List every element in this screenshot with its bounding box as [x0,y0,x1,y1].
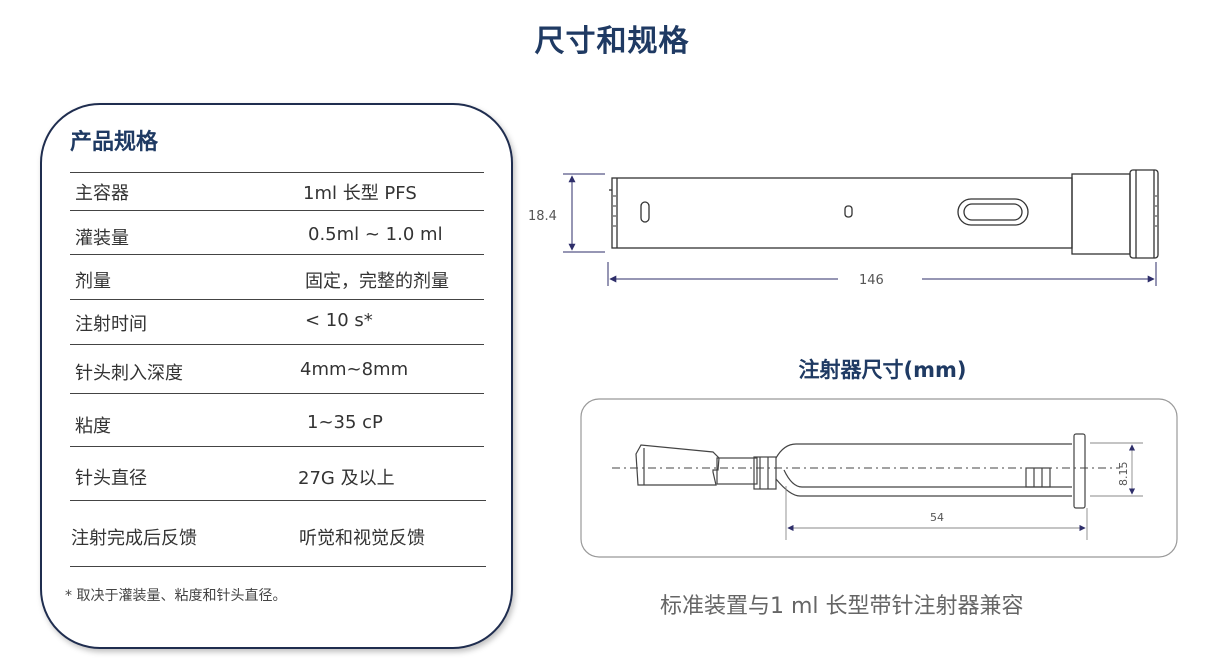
spec-row-dose: 剂量 固定，完整的剂量 [70,254,484,300]
syringe-height-label: 8.15 [1117,462,1130,487]
spec-row-viscosity: 粘度 1~35 cP [70,393,484,447]
syringe-outline [635,433,1086,509]
spec-label: 注射时间 [75,314,147,335]
page-title: 尺寸和规格 [534,24,690,59]
spec-row-injection-time: 注射时间 < 10 s* [70,299,484,345]
syringe-height-dimension [1090,442,1143,497]
spec-value: < 10 s* [305,310,373,331]
spec-row-fill-volume: 灌装量 0.5ml ~ 1.0 ml [70,210,484,255]
spec-label: 粘度 [75,416,111,437]
spec-label: 主容器 [75,183,129,204]
device-length-label: 146 [859,273,884,288]
spec-value: 固定，完整的剂量 [305,271,449,292]
syringe-drawing-frame [580,398,1178,558]
syringe-length-dimension [785,486,1088,540]
spec-row-feedback: 注射完成后反馈 听觉和视觉反馈 [70,500,486,567]
spec-footnote: * 取决于灌装量、粘度和针头直径。 [65,588,287,604]
device-grip-marks [613,195,1158,227]
device-height-dimension [563,173,605,253]
spec-value: 1~35 cP [307,412,383,433]
syringe-dimensions-title: 注射器尺寸(mm) [798,358,967,382]
spec-heading: 产品规格 [70,130,159,155]
syringe-length-label: 54 [930,511,944,524]
spec-label: 针头刺入深度 [75,363,183,384]
device-height-label: 18.4 [528,209,557,224]
spec-table-top-rule [70,172,484,173]
spec-value: 1ml 长型 PFS [303,183,417,204]
spec-value: 0.5ml ~ 1.0 ml [308,224,443,245]
compatibility-note: 标准装置与1 ml 长型带针注射器兼容 [660,594,1024,619]
spec-label: 针头直径 [75,468,147,489]
spec-card [40,103,513,649]
spec-row-needle-depth: 针头刺入深度 4mm~8mm [70,344,484,394]
spec-label: 注射完成后反馈 [71,528,197,549]
spec-row-needle-gauge: 针头直径 27G 及以上 [70,446,486,501]
spec-value: 27G 及以上 [298,468,395,489]
spec-label: 剂量 [75,271,111,292]
spec-value: 4mm~8mm [300,359,409,380]
spec-value: 听觉和视觉反馈 [299,528,425,549]
spec-label: 灌装量 [75,228,129,249]
autoinjector-device [609,169,1159,259]
spec-row-container: 主容器 1ml 长型 PFS [70,172,484,211]
device-length-dimension [607,262,1157,286]
